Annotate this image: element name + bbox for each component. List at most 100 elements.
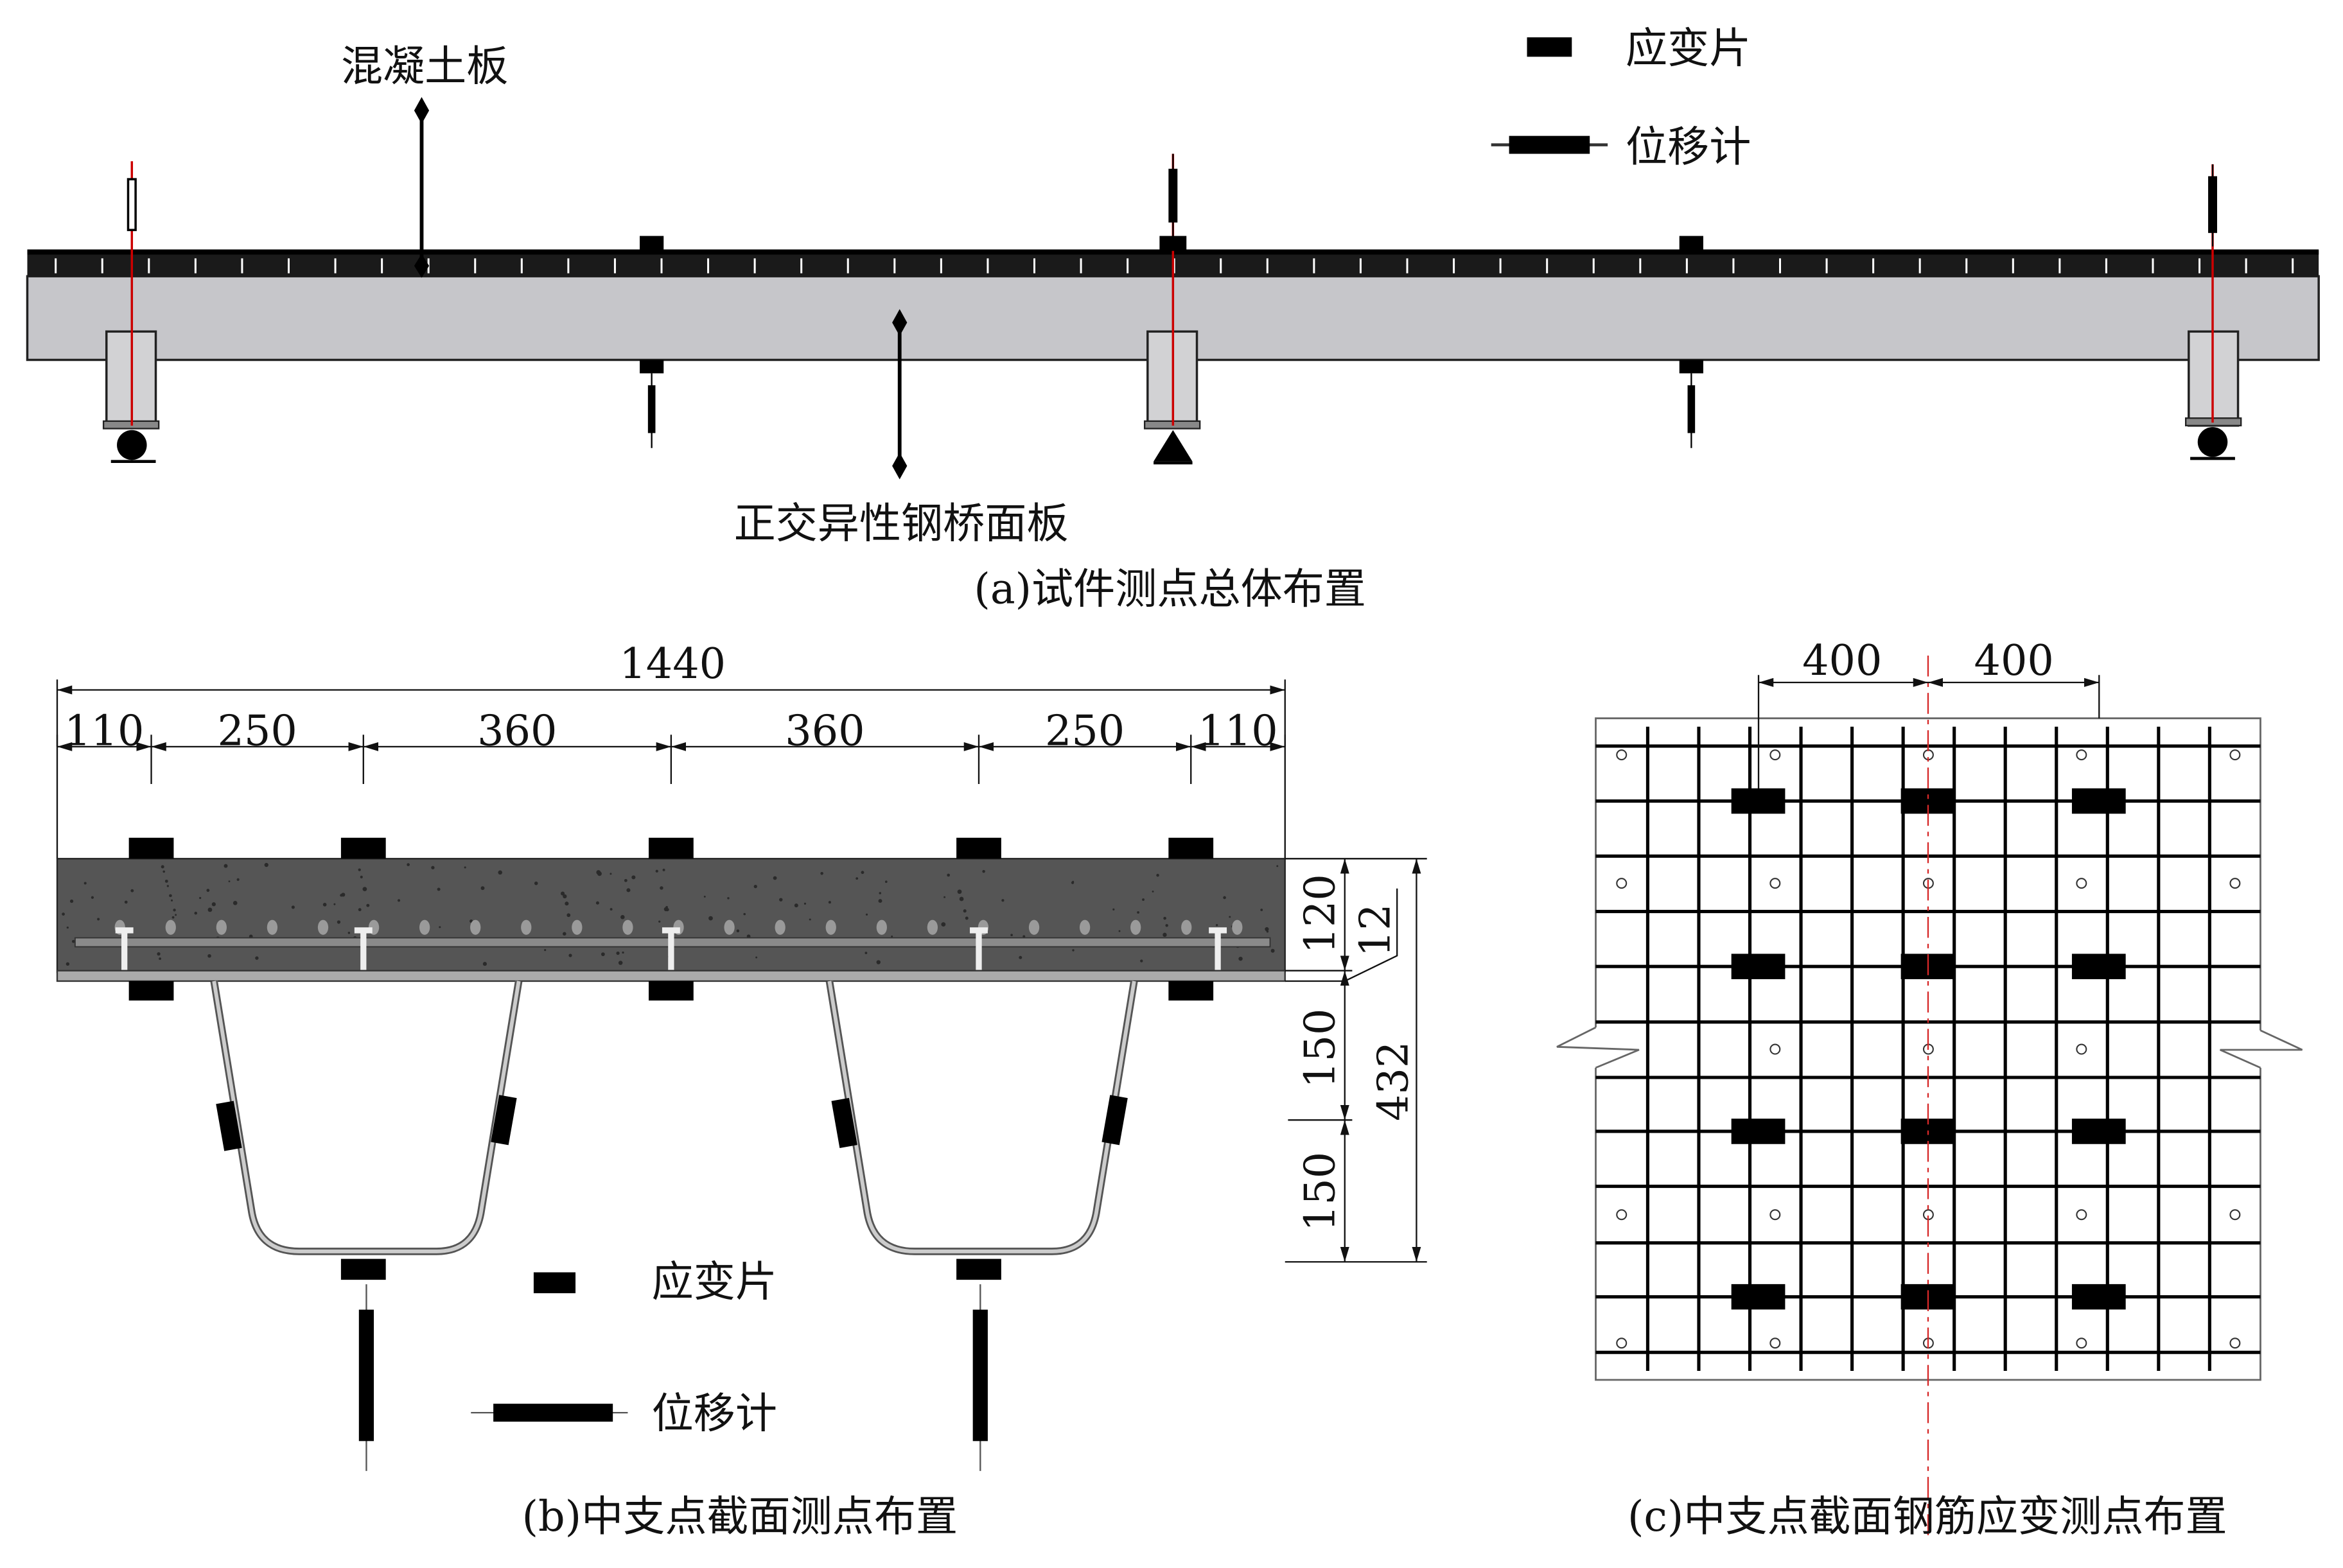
strain-gauges-section [128,837,1214,1280]
aggregate-speck [164,879,168,883]
rebar-end [1130,919,1141,935]
strain-gauge [1159,236,1187,251]
aggregate-speck [753,885,757,889]
aggregate-speck [347,932,351,934]
aggregate-speck [803,902,807,905]
stud-position-marker [2076,1337,2087,1349]
aggregate-speck [161,865,164,869]
aggregate-speck [616,951,620,955]
shear-stud-head [970,927,988,934]
strain-gauge [340,1259,386,1280]
rebar-end [521,919,532,935]
shear-studs-section [115,927,1227,971]
aggregate-speck [228,880,231,883]
aggregate-speck [1022,935,1026,938]
aggregate-speck [83,882,87,885]
aggregate-speck [662,868,665,871]
shear-stud-head [1209,927,1227,934]
aggregate-speck [464,866,466,869]
aggregate-speck [1142,898,1145,901]
aggregate-speck [561,891,565,896]
displacement-gauge [1168,168,1178,223]
displacement-gauge-legend-icon [493,1404,613,1422]
aggregate-speck [809,918,811,921]
aggregate-speck [601,952,605,957]
aggregate-speck [236,878,240,881]
aggregate-speck [626,888,631,893]
dim-plate-thickness: 12 [1352,903,1400,957]
aggregate-speck [1156,873,1159,877]
aggregate-speck [166,885,170,887]
support-middle [1143,153,1201,465]
svg-text:位移计: 位移计 [1626,123,1751,171]
strain-gauge [2071,788,2126,814]
aggregate-speck [157,952,161,956]
aggregate-speck [71,939,75,943]
aggregate-speck [828,901,831,904]
strain-gauge [128,980,174,1001]
displacement-gauge-legend-icon [1509,135,1590,154]
aggregate-speck [233,901,238,905]
aggregate-speck [360,875,363,878]
support-right [2184,164,2242,460]
aggregate-speck [755,956,758,959]
roller-icon [2197,427,2228,457]
aggregate-speck [333,903,336,905]
aggregate-speck [773,876,777,880]
svg-text:位移计: 位移计 [652,1389,777,1438]
stud-position-marker [1769,1337,1781,1349]
panel-c-rebar-gauges: 400 400 (c)中支点截面钢筋应变测点布置 [1556,637,2303,1541]
rebar-end [1079,919,1091,935]
aggregate-speck [340,894,343,897]
shear-stud [1215,932,1221,971]
aggregate-speck [69,899,74,903]
concrete-slab-section [56,858,1286,973]
aggregate-speck [727,897,730,900]
strain-gauge [1731,954,1786,979]
aggregate-speck [1072,949,1075,952]
aggregate-speck [362,887,367,892]
aggregate-speck [891,936,893,937]
aggregate-speck [159,957,161,960]
aggregate-speck [534,881,538,885]
strain-gauge [649,837,694,859]
aggregate-speck [1260,909,1263,911]
aggregate-speck [169,894,172,898]
strain-gauge [1731,1284,1786,1310]
aggregate-speck [211,902,216,907]
strain-gauge [340,837,386,859]
aggregate-speck [1266,930,1269,933]
aggregate-speck [358,868,361,871]
aggregate-speck [66,926,69,929]
rebar-end [419,919,430,935]
displacement-gauge [647,385,656,433]
aggregate-speck [1001,899,1005,902]
aggregate-speck [199,896,202,900]
break-mark-right [2220,1029,2303,1069]
shear-stud-head [662,927,680,934]
strain-gauge [2071,954,2126,979]
rebar-end [470,919,481,935]
span-point-2 [1679,236,1703,448]
caption-a: (a)试件测点总体布置 [974,566,1365,614]
aggregate-speck [162,870,166,873]
strain-gauge [1168,980,1214,1001]
aggregate-speck [631,875,636,880]
aggregate-speck [498,870,502,875]
rebar-end [1181,919,1192,935]
aggregate-speck [658,920,661,923]
rebar-end [825,919,836,935]
aggregate-speck [194,911,198,915]
aggregate-speck [610,873,612,875]
aggregate-speck [173,909,176,912]
aggregate-speck [124,900,128,904]
height-dimensions: 120 12 150 150 432 [1285,858,1427,1263]
aggregate-speck [963,909,967,913]
stud-position-marker [2229,1337,2241,1349]
aggregate-speck [624,878,627,882]
aggregate-speck [565,902,569,906]
aggregate-speck [1276,865,1279,867]
deck-plate [56,970,1286,982]
aggregate-speck [1071,881,1075,884]
